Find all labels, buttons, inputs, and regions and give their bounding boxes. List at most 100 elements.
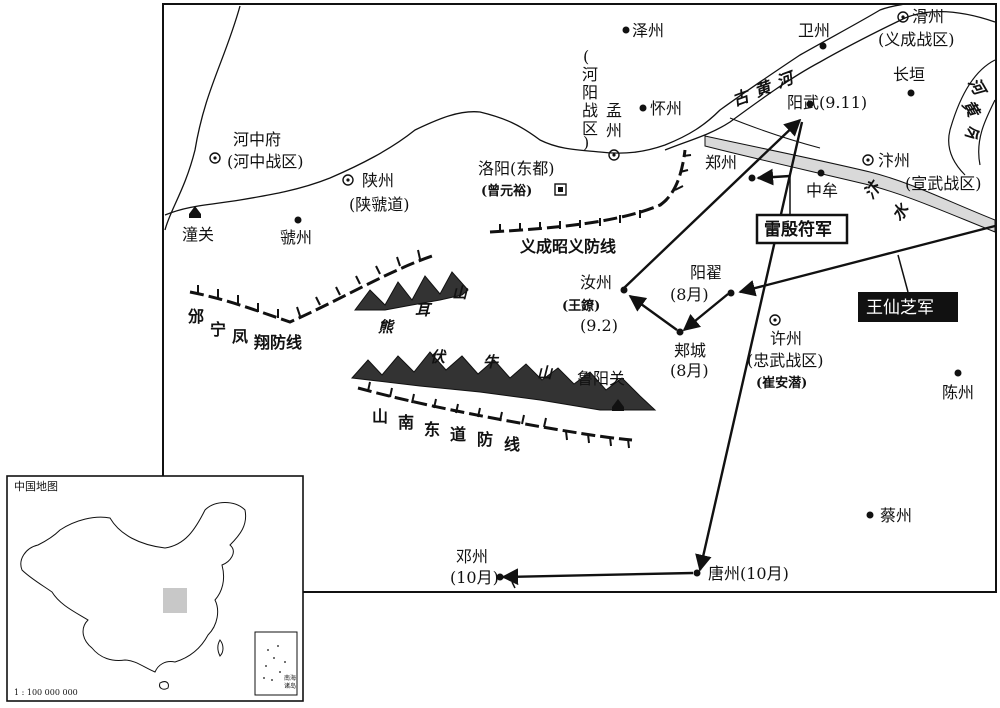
city-marker-changyuan xyxy=(907,89,915,97)
svg-text:水: 水 xyxy=(888,199,914,225)
inset-china-map: 中国地图 南海 诸岛 1 : 100 000 000 xyxy=(6,475,304,702)
label-lei-yinfu-army: 雷殷符军 xyxy=(764,219,832,240)
capital-marker-xuzhou xyxy=(769,314,781,326)
label-luoyang: 洛阳(东都) xyxy=(478,159,555,178)
svg-text:伏: 伏 xyxy=(430,348,447,366)
label-xuzhou-commander: (崔安潜) xyxy=(756,375,807,391)
svg-text:诸岛: 诸岛 xyxy=(284,682,296,690)
dengzhou-tick xyxy=(511,581,516,589)
svg-text:防: 防 xyxy=(477,430,493,449)
city-marker-chenzhou xyxy=(954,369,962,377)
label-yangzhai-date: (8月) xyxy=(670,285,709,304)
svg-text:山: 山 xyxy=(372,407,388,426)
capital-marker-shanzhou xyxy=(342,174,354,186)
label-yangzhai: 阳翟 xyxy=(690,263,722,282)
label-jiacheng: 郏城 xyxy=(674,341,706,360)
label-modern-yellow-river: 河 黄 今 xyxy=(959,75,991,146)
label-xuzhou-zone: (忠武战区) xyxy=(747,351,824,370)
svg-text:(: ( xyxy=(583,47,589,66)
svg-text:河: 河 xyxy=(582,65,598,84)
label-ruzhou-date: (9.2) xyxy=(580,316,618,335)
label-yicheng-zhaoyi-line: 义成昭义防线 xyxy=(520,237,616,256)
label-dengzhou-date: (10月) xyxy=(450,568,499,587)
label-zezhou: 泽州 xyxy=(632,21,664,40)
south-sea-inset xyxy=(254,631,298,696)
label-guozhou: 虢州 xyxy=(280,228,312,247)
yellow-river-north-bank xyxy=(164,3,906,216)
inset-scale: 1 : 100 000 000 xyxy=(14,688,78,697)
pass-marker-lushanguan xyxy=(612,399,624,411)
label-weizhou: 卫州 xyxy=(798,21,830,40)
city-marker-guozhou xyxy=(294,216,302,224)
city-marker-caizhou xyxy=(866,511,874,519)
inset-title: 中国地图 xyxy=(14,480,58,493)
svg-text:山: 山 xyxy=(452,284,469,302)
label-funiu-mountain: 伏 牛 山 xyxy=(430,348,554,382)
label-caizhou: 蔡州 xyxy=(880,506,912,525)
funiu-mountains xyxy=(350,351,657,411)
bian-river xyxy=(704,135,996,233)
label-jiacheng-date: (8月) xyxy=(670,361,709,380)
svg-text:黄: 黄 xyxy=(752,77,775,101)
yellow-river-south-bank xyxy=(664,10,996,151)
label-zhengzhou: 郑州 xyxy=(705,153,737,172)
svg-text:翔防线: 翔防线 xyxy=(253,333,302,352)
label-huaizhou: 怀州 xyxy=(650,99,682,118)
hainan-island xyxy=(159,681,169,690)
label-shanzhou-zone: (陕虢道) xyxy=(349,195,410,214)
route-yangwu-to-tangzhou xyxy=(695,121,804,572)
svg-text:今: 今 xyxy=(959,121,984,146)
city-marker-yangzhai xyxy=(727,289,735,297)
label-xionger-mountain: 熊 耳 山 xyxy=(378,284,469,336)
city-marker-yangwu xyxy=(806,100,814,108)
wang-army-pointer xyxy=(897,254,909,293)
label-ruzhou: 汝州 xyxy=(580,273,612,292)
label-dengzhou: 邓州 xyxy=(456,547,488,566)
label-lushanguan: 鲁阳关 xyxy=(577,369,625,388)
label-tongguan: 潼关 xyxy=(182,225,214,244)
capital-marker-luoyang xyxy=(554,183,567,196)
label-luoyang-commander: (曾元裕) xyxy=(481,183,532,199)
svg-text:南海: 南海 xyxy=(284,674,296,682)
capital-marker-mengzhou xyxy=(608,149,620,161)
route-yangzhai-to-jiacheng xyxy=(682,293,729,332)
label-wang-xianzhi-army: 王仙芝军 xyxy=(866,298,934,318)
river-branch xyxy=(729,117,821,149)
china-outline xyxy=(20,502,247,673)
label-huazhou-zone: (义成战区) xyxy=(878,30,955,49)
wang-xianzhi-army-box xyxy=(858,292,958,322)
map-border xyxy=(162,3,997,593)
city-dots xyxy=(294,26,962,581)
city-marker-weizhou xyxy=(819,42,827,50)
lei-yinfu-army-box xyxy=(755,213,849,245)
svg-text:耳: 耳 xyxy=(415,301,433,319)
svg-text:熊: 熊 xyxy=(378,318,395,336)
svg-text:黄: 黄 xyxy=(959,97,984,122)
route-wang-army xyxy=(738,224,996,297)
label-zhongmu: 中牟 xyxy=(806,181,838,200)
svg-text:山: 山 xyxy=(537,364,554,382)
svg-text:孟: 孟 xyxy=(606,101,622,120)
label-yangwu: 阳武(9.11) xyxy=(787,93,867,112)
svg-text:南: 南 xyxy=(398,413,414,432)
label-chenzhou: 陈州 xyxy=(942,383,974,402)
pass-marker-tongguan xyxy=(189,206,201,218)
svg-text:河: 河 xyxy=(965,75,991,101)
label-mengzhou: 孟 州 xyxy=(606,101,622,140)
svg-text:宁: 宁 xyxy=(210,320,226,339)
label-hezhongfu: 河中府 xyxy=(233,130,281,149)
route-tangzhou-to-dengzhou xyxy=(501,568,694,586)
label-hezhongfu-zone: (河中战区) xyxy=(227,152,304,171)
svg-text:道: 道 xyxy=(450,425,466,444)
city-marker-jiacheng xyxy=(676,328,684,336)
label-huazhou: 滑州 xyxy=(912,7,944,26)
route-lei-army xyxy=(756,168,791,186)
shannan-dongdao-defense-line xyxy=(357,381,633,449)
label-bianzhou: 汴州 xyxy=(878,151,910,170)
svg-text:线: 线 xyxy=(504,435,520,454)
label-changyuan: 长垣 xyxy=(893,65,925,84)
yicheng-zhaoyi-defense-line xyxy=(489,149,692,234)
label-binning-fengxiang-line: 邠 宁 凤 翔防线 xyxy=(188,307,302,352)
svg-text:阳: 阳 xyxy=(582,83,598,102)
